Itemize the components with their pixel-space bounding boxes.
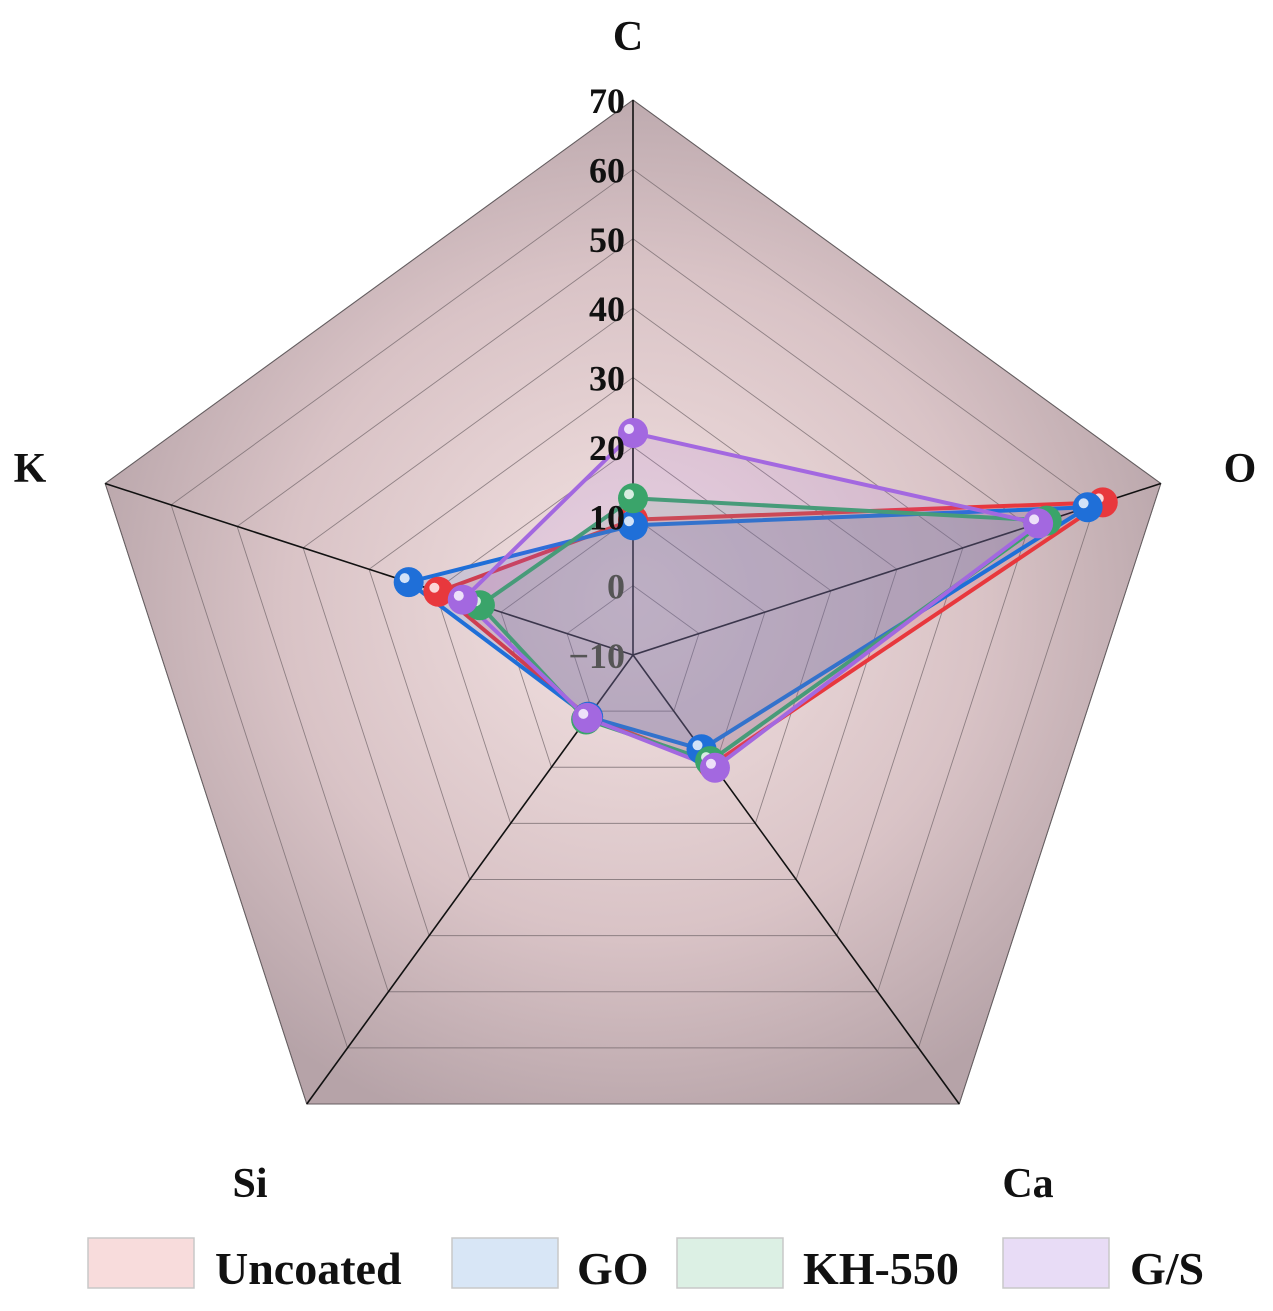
axis-label-si: Si	[232, 1161, 267, 1207]
axis-label-o: O	[1224, 446, 1257, 492]
grid-ring	[170, 168, 1096, 1049]
data-point	[1072, 492, 1103, 523]
tick-label: 40	[589, 289, 625, 329]
tick-label: 30	[589, 359, 625, 399]
data-point-highlight	[624, 424, 634, 434]
legend-swatch	[1002, 1237, 1110, 1289]
axis-line	[104, 482, 634, 656]
data-point-highlight	[429, 582, 440, 593]
axis-label-k: K	[14, 446, 47, 492]
axis-label-ca: Ca	[1002, 1161, 1053, 1207]
data-point-highlight	[399, 573, 410, 584]
grid-ring	[368, 376, 898, 880]
data-point	[393, 567, 424, 598]
grid-ring	[236, 238, 1030, 993]
data-point	[572, 702, 603, 733]
grid-ring	[566, 585, 700, 712]
tick-label: 0	[607, 567, 625, 607]
grid-ring	[104, 99, 1162, 1105]
data-point-highlight	[1078, 498, 1089, 509]
tick-label: 50	[589, 220, 625, 260]
axis-label-c: C	[613, 14, 643, 60]
data-point-highlight	[1029, 514, 1040, 525]
tick-label: 60	[589, 150, 625, 190]
legend-swatch	[676, 1237, 784, 1289]
tick-label: −10	[568, 636, 625, 676]
data-point-highlight	[624, 516, 634, 527]
legend-swatch	[451, 1237, 559, 1289]
data-point	[447, 584, 478, 615]
data-point-highlight	[578, 708, 589, 719]
legend-label: GO	[577, 1243, 649, 1294]
tick-label: 20	[589, 428, 625, 468]
grid-ring	[500, 515, 766, 768]
series-polygon	[406, 505, 1090, 752]
data-point-highlight	[692, 740, 703, 751]
axis-line	[632, 654, 960, 1105]
legend-label: KH-550	[803, 1243, 959, 1294]
data-point-highlight	[624, 489, 634, 500]
tick-label: 10	[589, 497, 625, 537]
series-polygon	[460, 431, 1041, 770]
data-point-highlight	[705, 758, 716, 769]
tick-label: 70	[589, 81, 625, 121]
legend-label: Uncoated	[215, 1243, 402, 1294]
axis-line	[632, 482, 1162, 656]
legend-label: G/S	[1130, 1243, 1204, 1294]
data-point	[699, 752, 730, 783]
legend-swatch	[87, 1237, 195, 1289]
data-point	[1023, 508, 1054, 539]
data-point-highlight	[453, 590, 464, 601]
